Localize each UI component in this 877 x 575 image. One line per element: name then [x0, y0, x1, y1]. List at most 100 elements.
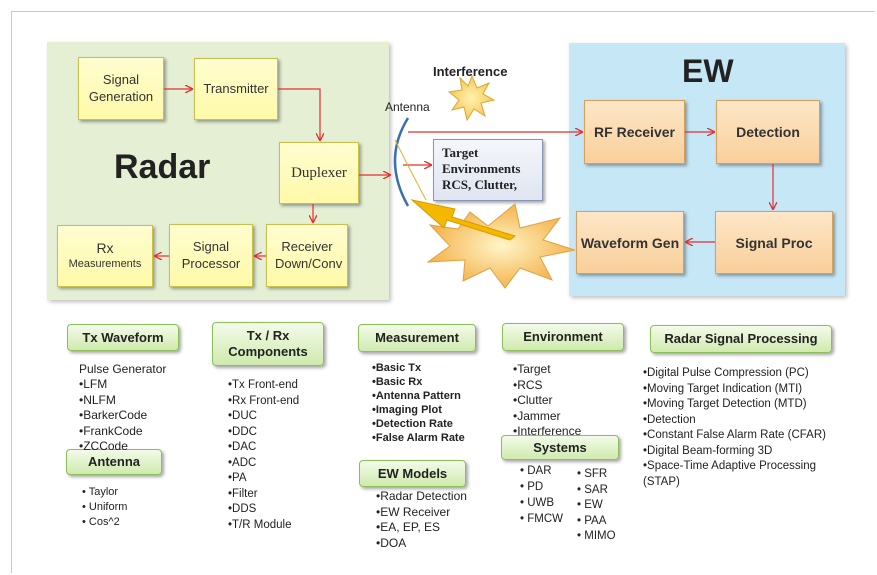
list-item: Digital Pulse Compression (PC)	[643, 366, 843, 382]
list-item: DDS	[228, 502, 299, 518]
ew-models-button[interactable]: EW Models	[359, 460, 466, 487]
jamming-arrow-icon	[410, 199, 517, 241]
rx-measurements-box: Rx Measurements	[57, 225, 153, 287]
rcs-clutter-label: RCS, Clutter,	[442, 177, 517, 192]
list-item: FMCW	[520, 511, 563, 527]
slide-frame	[11, 11, 875, 573]
list-item: Interference	[513, 424, 581, 440]
list-item: UWB	[520, 495, 563, 511]
list-item: Antenna Pattern	[372, 389, 465, 403]
list-item: Taylor	[82, 485, 127, 500]
list-item: Basic Tx	[372, 361, 465, 375]
rf-receiver-label: RF Receiver	[594, 124, 675, 140]
list-item: False Alarm Rate	[372, 431, 465, 445]
tx-waveform-button[interactable]: Tx Waveform	[67, 324, 179, 351]
environment-button[interactable]: Environment	[502, 323, 624, 351]
waveform-gen-box: Waveform Gen	[576, 211, 684, 274]
list-item: Imaging Plot	[372, 403, 465, 417]
measurement-button[interactable]: Measurement	[358, 324, 476, 352]
signal-processor-label: Signal Processor	[181, 239, 241, 271]
list-item: Moving Target Indication (MTI)	[643, 382, 843, 398]
list-item: Radar Detection	[376, 489, 467, 505]
signal-processor-box: Signal Processor	[169, 224, 253, 287]
list-item: PAA	[577, 514, 616, 530]
systems-list-2: SFR SAR EW PAA MIMO	[577, 467, 616, 545]
transmitter-label: Transmitter	[203, 80, 269, 96]
ew-models-list: Radar Detection EW Receiver EA, EP, ES D…	[376, 489, 467, 551]
list-item: ZCCode	[79, 439, 147, 455]
list-item: Digital Beam-forming 3D	[643, 444, 843, 460]
radar-title: Radar	[114, 148, 211, 186]
list-item: SAR	[577, 483, 616, 499]
environments-label: Environments	[442, 161, 521, 176]
list-item: EA, EP, ES	[376, 520, 467, 536]
list-item: Basic Rx	[372, 375, 465, 389]
transmitter-box: Transmitter	[194, 58, 278, 120]
list-item: Uniform	[82, 500, 128, 515]
list-item: DDC	[228, 425, 299, 441]
pulse-generator-label: Pulse Generator	[79, 362, 167, 376]
target-label: Target	[442, 145, 479, 160]
ew-title: EW	[682, 53, 734, 89]
list-item: EW Receiver	[376, 505, 467, 521]
receiver-label: Receiver Down/Conv	[275, 239, 343, 271]
radar-signal-processing-button[interactable]: Radar Signal Processing	[650, 325, 832, 353]
rf-receiver-box: RF Receiver	[584, 100, 685, 164]
signal-proc-box: Signal Proc	[715, 211, 833, 274]
detection-label: Detection	[736, 124, 800, 140]
list-item: NLFM	[79, 393, 147, 409]
list-item: DOA	[376, 536, 467, 552]
duplexer-label: Duplexer	[291, 164, 347, 181]
arrow-tx-duplexer	[278, 88, 320, 140]
target-environments-box: Target Environments RCS, Clutter,	[433, 139, 543, 201]
antenna-dish	[393, 117, 410, 207]
antenna-list: Taylor Uniform Cos^2	[82, 485, 128, 530]
list-item: Tx Front-end	[228, 378, 299, 394]
list-item: ADC	[228, 456, 299, 472]
list-item: T/R Module	[228, 518, 299, 534]
list-item: Cos^2	[82, 515, 127, 530]
list-item: Space-Time Adaptive Processing (STAP)	[643, 459, 843, 490]
list-item: DUC	[228, 409, 299, 425]
list-item: MIMO	[577, 529, 615, 545]
txrx-components-button[interactable]: Tx / Rx Components	[212, 322, 324, 366]
signal-generation-label: Signal Generation	[88, 72, 154, 104]
interference-label: Interference	[433, 64, 508, 79]
antenna-label: Antenna	[385, 100, 430, 114]
signal-generation-box: Signal Generation	[78, 57, 164, 120]
txrx-components-list: Tx Front-end Rx Front-end DUC DDC DAC AD…	[228, 378, 299, 533]
detection-box: Detection	[716, 100, 820, 164]
list-item: Detection Rate	[372, 417, 465, 431]
txrx-components-label: Tx / Rx Components	[228, 328, 308, 359]
list-item: DAC	[228, 440, 299, 456]
list-item: LFM	[79, 377, 147, 393]
measurements-label: Measurements	[68, 257, 142, 270]
list-item: BarkerCode	[79, 408, 147, 424]
antenna-beam	[394, 139, 427, 201]
list-item: PD	[520, 479, 563, 495]
list-item: Clutter	[513, 393, 581, 409]
environment-list: Target RCS Clutter Jammer Interference	[513, 362, 581, 440]
list-item: Target	[513, 362, 581, 378]
list-item: Moving Target Detection (MTD)	[643, 397, 843, 413]
interference-burst-icon	[447, 74, 496, 122]
signal-proc-label: Signal Proc	[735, 234, 813, 251]
list-item: FrankCode	[79, 424, 147, 440]
list-item: PA	[228, 471, 299, 487]
radar-signal-processing-list: Digital Pulse Compression (PC) Moving Ta…	[643, 366, 843, 490]
list-item: Filter	[228, 487, 299, 503]
duplexer-box: Duplexer	[279, 142, 359, 204]
list-item: EW	[577, 498, 616, 514]
receiver-box: Receiver Down/Conv	[266, 224, 348, 287]
rx-label: Rx	[96, 240, 114, 257]
measurement-list: Basic Tx Basic Rx Antenna Pattern Imagin…	[372, 361, 465, 445]
list-item: Jammer	[513, 409, 581, 425]
systems-list-1: DAR PD UWB FMCW	[520, 463, 563, 527]
list-item: Detection	[643, 413, 843, 429]
waveform-gen-label: Waveform Gen	[580, 234, 680, 251]
tx-waveform-list: LFM NLFM BarkerCode FrankCode ZCCode	[79, 377, 147, 455]
list-item: Rx Front-end	[228, 394, 299, 410]
list-item: DAR	[520, 463, 563, 479]
list-item: SFR	[577, 467, 616, 483]
